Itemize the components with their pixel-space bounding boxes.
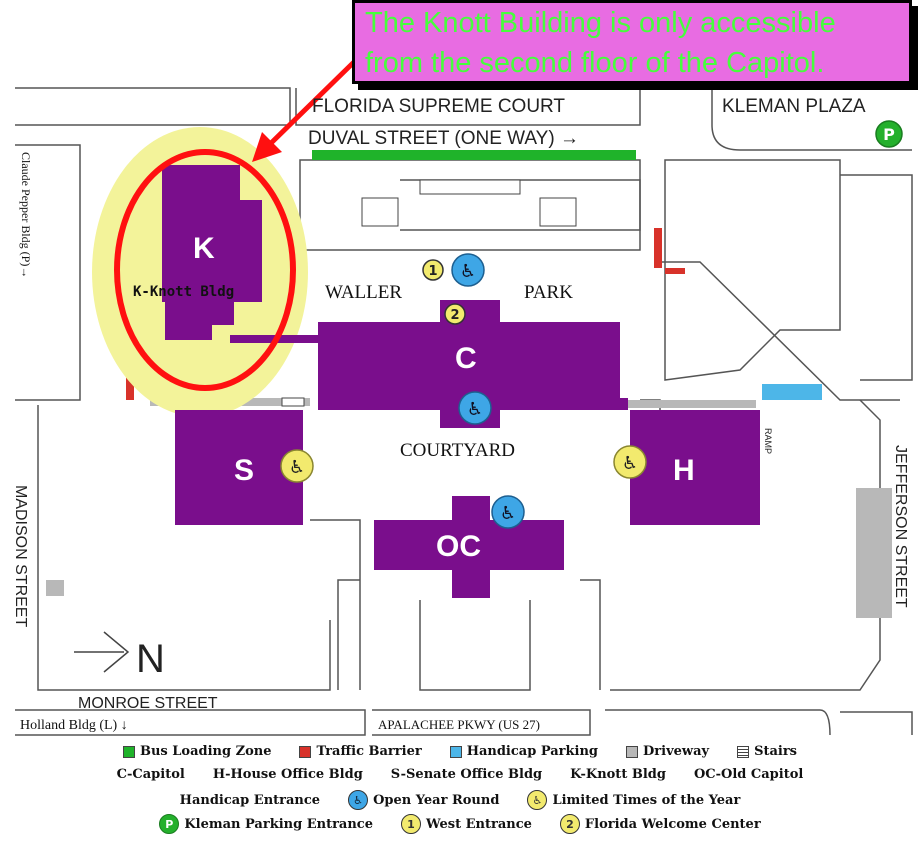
handicap-entrance-markers: ♿ ♿ ♿ ♿ ♿ (280, 253, 647, 529)
legend-row-entrances: Handicap Entrance ♿Open Year Round ♿Limi… (0, 790, 920, 810)
buildings (162, 165, 760, 598)
wheelchair-icon: ♿ (458, 391, 492, 425)
area-label-courtyard: COURTYARD (400, 440, 515, 461)
handicap-parking (762, 384, 822, 400)
legend-limited-times: ♿Limited Times of the Year (527, 790, 740, 810)
building-label-knott: K-Knott Bldg (133, 284, 234, 300)
traffic-barriers (126, 228, 685, 400)
area-label-waller: WALLER (325, 282, 402, 303)
building-label-c: C (455, 342, 477, 375)
street-label-monroe: MONROE STREET (78, 695, 218, 712)
building-label-h: H (673, 454, 695, 487)
building-c (318, 300, 628, 428)
parking-icon: P (159, 814, 180, 834)
legend-handicap-entrance: Handicap Entrance (179, 792, 321, 808)
banner-line-2: from the second floor of the Capitol. (365, 47, 825, 79)
street-label-madison: MADISON STREET (12, 485, 29, 627)
svg-text:P: P (883, 125, 895, 144)
legend-senate: S-Senate Office Bldg (390, 767, 543, 782)
building-label-oc: OC (436, 530, 481, 563)
legend-handicap-parking: Handicap Parking (449, 744, 598, 759)
legend-knott: K-Knott Bldg (570, 767, 666, 782)
marker-welcome-center: 2 (444, 303, 466, 325)
svg-text:♿: ♿ (467, 399, 483, 420)
legend-house: H-House Office Bldg (212, 767, 363, 782)
marker-parking: P (875, 120, 903, 148)
legend-old-capitol: OC-Old Capitol (693, 767, 804, 782)
wheelchair-icon: ♿ (527, 790, 548, 810)
stairs (281, 179, 577, 407)
bus-loading-zone (312, 150, 636, 160)
bus-loading-swatch-icon (122, 745, 135, 758)
legend-driveway: Driveway (626, 744, 709, 759)
street-label-claude-pepper: Claude Pepper Bldg (P)→ (19, 152, 33, 278)
callout-arrow-line (264, 60, 356, 150)
wheelchair-icon: ♿ (451, 253, 485, 287)
legend-row-buildings: C-Capitol H-House Office Bldg S-Senate O… (0, 767, 920, 782)
legend-traffic-barrier: Traffic Barrier (299, 744, 422, 759)
ramp-label: RAMP (763, 428, 773, 454)
driveway-swatch-icon (626, 745, 639, 758)
street-label-duval: DUVAL STREET (ONE WAY) → (308, 128, 579, 149)
map-legend: Bus Loading Zone Traffic Barrier Handica… (0, 740, 920, 840)
knott-callout-circle (114, 149, 296, 391)
svg-text:♿: ♿ (500, 503, 516, 524)
svg-text:2: 2 (450, 308, 459, 323)
building-label-k: K (193, 232, 215, 265)
stairs-swatch-icon (737, 745, 750, 758)
street-outlines (15, 87, 913, 736)
street-label-supreme-court: FLORIDA SUPREME COURT (312, 96, 565, 117)
handicap-parking-swatch-icon (449, 745, 462, 758)
area-label-park: PARK (524, 282, 573, 303)
street-label-jefferson: JEFFERSON STREET (892, 445, 909, 608)
legend-stairs: Stairs (737, 744, 797, 759)
wheelchair-icon: ♿ (613, 445, 647, 479)
street-label-kleman: KLEMAN PLAZA (722, 96, 866, 117)
callout-arrow-head (252, 132, 282, 162)
north-arrow: N (74, 631, 165, 681)
legend-open-year-round: ♿Open Year Round (348, 790, 499, 810)
legend-row-colors: Bus Loading Zone Traffic Barrier Handica… (0, 744, 920, 759)
legend-bus-loading: Bus Loading Zone (122, 744, 271, 759)
street-label-holland: Holland Bldg (L) ↓ (20, 718, 128, 733)
number-one-icon: 1 (400, 814, 421, 834)
wheelchair-icon: ♿ (280, 449, 314, 483)
wheelchair-icon: ♿ (491, 495, 525, 529)
building-label-s: S (234, 454, 254, 487)
building-k (162, 165, 262, 340)
svg-text:1: 1 (428, 264, 437, 279)
wheelchair-icon: ♿ (348, 790, 369, 810)
marker-west-entrance: 1 (422, 259, 444, 281)
banner-line-1: The Knott Building is only accessible (365, 7, 836, 39)
knott-access-banner: The Knott Building is only accessible fr… (352, 0, 912, 84)
street-label-apalachee: APALACHEE PKWY (US 27) (378, 717, 540, 732)
legend-capitol: C-Capitol (116, 767, 185, 782)
svg-text:♿: ♿ (622, 453, 638, 474)
svg-text:♿: ♿ (460, 261, 476, 282)
number-two-icon: 2 (559, 814, 580, 834)
north-label: N (136, 637, 165, 681)
building-h (630, 410, 760, 525)
svg-text:♿: ♿ (289, 457, 305, 478)
capitol-map: FLORIDA SUPREME COURT DUVAL STREET (ONE … (12, 60, 913, 736)
traffic-barrier-swatch-icon (299, 745, 312, 758)
